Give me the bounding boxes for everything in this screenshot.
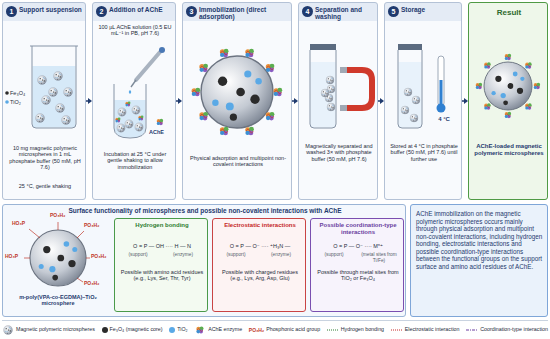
step-number: 3 [186, 6, 197, 17]
legend-item: Magnetic polymeric microspheres [2, 325, 95, 335]
node-text: Support suspension [19, 6, 85, 13]
node-text: Possible with charged residues (e.g., Ly… [216, 269, 304, 282]
connector-line [292, 100, 294, 101]
legend-text: Fe₃O₄ (magnetic core) [110, 327, 163, 333]
legend-item: Hydrogen bonding [327, 325, 384, 335]
group-label: PO₃H₂ [84, 223, 104, 229]
legend-text: Phosphonic acid group [266, 327, 320, 333]
node-text: Possible with amino acid residues (e.g.,… [118, 269, 206, 282]
node-text: Magnetically separated and washed 3× wit… [303, 143, 375, 162]
group-label: PO₃H₂ [91, 254, 111, 260]
step-panel: 4Separation and washingMagnetically sepa… [298, 2, 378, 200]
node-text: (support) [117, 252, 159, 258]
node-text: Result [473, 8, 545, 17]
interaction-box: Hydrogen bonding O = P — OH ···· H — N (su… [114, 218, 208, 312]
interaction-box: Electrostatic interactions O = P — O⁻ ···… [212, 218, 306, 312]
step-panel: 2Addition of AChE 100 µL AChE solution (0… [92, 2, 176, 200]
node-text: 100 µL AChE solution (0.5 EU mL⁻¹ in PB,… [97, 24, 173, 37]
node-text: (enzyme) [161, 252, 205, 258]
step-number: 1 [6, 6, 17, 17]
legend-text: TiO₂ [177, 327, 187, 333]
node-text: Hydrogen bonding [118, 222, 206, 229]
legend-text: AChE enzyme [208, 327, 242, 333]
part-label: 4 °C [430, 116, 458, 123]
step-panel: 3Immobilization (direct adsorption) Physi… [182, 2, 292, 200]
legend-swatch [102, 327, 108, 333]
group-label: HO₃P [12, 221, 30, 227]
step-number: 2 [96, 6, 107, 17]
node-text: Possible coordination-type interactions [314, 222, 402, 236]
legend-text: Hydrogen bonding [341, 327, 384, 333]
legend-item: AChE enzyme [194, 325, 242, 335]
step-number: 4 [302, 6, 313, 17]
node-text: Surface functionality of microspheres an… [7, 207, 403, 214]
legend-item: Electrostatic interaction [391, 325, 460, 335]
interaction-box: Possible coordination-type interactionsO… [310, 218, 404, 312]
legend-text: Magnetic polymeric microspheres [16, 327, 95, 333]
node-text: 10 mg magnetic polymeric microspheres in… [7, 145, 83, 170]
legend-item: TiO₂ [169, 327, 187, 333]
legend-item: Fe₃O₄ (magnetic core) [102, 327, 163, 333]
node-text: (support) [215, 252, 257, 258]
legend-sample [327, 325, 339, 335]
node-text: (support) [313, 252, 355, 258]
legend-item: Coordination-type interaction [466, 325, 548, 335]
node-text: Immobilization (direct adsorption) [199, 6, 291, 21]
group-label: PO₃H₂ [50, 213, 70, 219]
part-label: m-poly(VPA-co-EGDMA)–TiO₂ microsphere [6, 294, 110, 307]
node-text: Physical adsorption and multipoint non-c… [187, 155, 289, 168]
node-text: 25 °C, gentle shaking [7, 183, 83, 189]
node-text: Possible through metal sites from TiO₂ o… [314, 269, 402, 282]
legend-sample [466, 325, 478, 335]
surface-panel: Surface functionality of microspheres an… [2, 204, 406, 317]
node-text: Storage [401, 6, 461, 13]
node-text: Stored at 4 °C in phosphate buffer (50 m… [389, 143, 459, 162]
node-text: AChE-loaded magnetic polymeric microsphe… [473, 143, 545, 157]
legend-sample [2, 325, 14, 335]
legend-sample-text: PO₃H₂ [249, 327, 264, 333]
node-text: Separation and washing [315, 6, 377, 21]
node-text: Electrostatic interactions [216, 222, 304, 229]
legend-item: PO₃H₂Phosphonic acid group [249, 327, 320, 333]
legend-swatch [169, 327, 175, 333]
part-label: TiO₂ [10, 99, 34, 105]
note-box: AChE immobilization on the magnetic poly… [410, 204, 548, 317]
node-text: Addition of AChE [109, 6, 175, 13]
connector-line [176, 100, 178, 101]
connector-line [378, 100, 380, 101]
node-text: Incubation at 25 °C under gentle shaking… [97, 151, 173, 170]
connector-line [462, 100, 464, 101]
result-panel: ResultAChE-loaded magnetic polymeric mic… [468, 2, 548, 200]
legend-text: Electrostatic interaction [405, 327, 460, 333]
part-label: AChE [149, 129, 175, 135]
part-label: Fe₃O₄ [10, 90, 34, 96]
step-number: 5 [388, 6, 399, 17]
node-text: AChE immobilization on the magnetic poly… [416, 210, 544, 270]
legend-sample [391, 325, 403, 335]
step-panel: 5StorageStored at 4 °C in phosphate buff… [384, 2, 462, 200]
node-text: O = P — O⁻ ···· Mⁿ⁺ [314, 243, 402, 249]
legend-sample [194, 325, 206, 335]
group-label: HO₃P [5, 254, 23, 260]
group-label: PO₃H₂ [84, 281, 104, 287]
node-text: (enzyme) [259, 252, 303, 258]
legend-text: Coordination-type interaction [480, 327, 548, 333]
node-text: (metal sites from Ti/Fe) [357, 252, 401, 263]
node-text: O = P — OH ···· H — N [118, 243, 206, 249]
connector-line [86, 100, 88, 101]
node-text: O = P — O⁻ ···· ⁺H₃N — [216, 243, 304, 249]
legend: Magnetic polymeric microspheres Fe₃O₄ (ma… [2, 320, 548, 338]
